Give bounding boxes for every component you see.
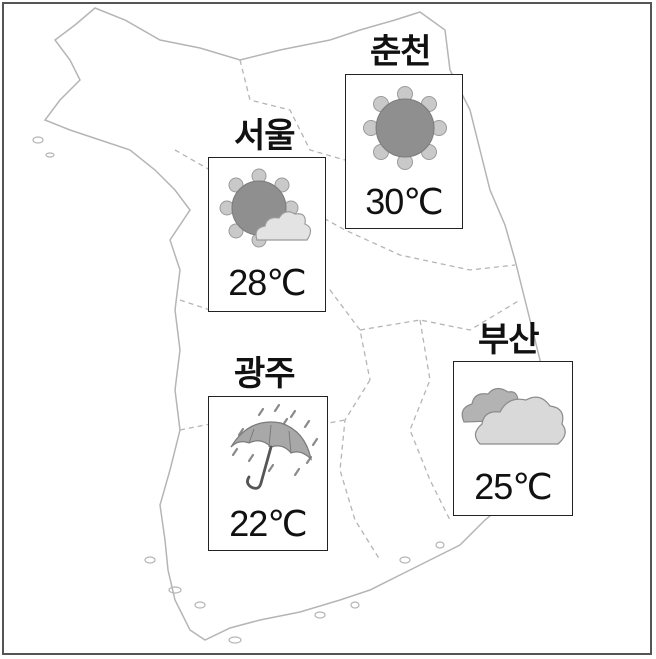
temperature-seoul: 28℃	[228, 262, 306, 303]
umbrella-rain-icon	[230, 403, 319, 490]
temperature-gwangju: 22℃	[229, 503, 307, 544]
temperature-busan: 25℃	[474, 466, 552, 507]
land-outline	[43, 7, 549, 641]
city-label-seoul: 서울	[234, 116, 296, 156]
cloud-icon	[461, 387, 566, 445]
weather-card-gwangju: 22℃	[208, 396, 328, 551]
city-label-gwangju: 광주	[234, 354, 296, 394]
sun-icon	[363, 86, 447, 170]
city-label-busan: 부산	[478, 320, 540, 360]
city-label-chuncheon: 춘천	[370, 32, 432, 72]
weather-card-busan: 25℃	[453, 361, 573, 516]
sun-cloud-icon	[219, 168, 312, 248]
islands	[32, 136, 445, 644]
weather-card-seoul: 28℃	[208, 157, 326, 312]
weather-card-chuncheon: 30℃	[345, 74, 463, 229]
temperature-chuncheon: 30℃	[365, 181, 443, 222]
